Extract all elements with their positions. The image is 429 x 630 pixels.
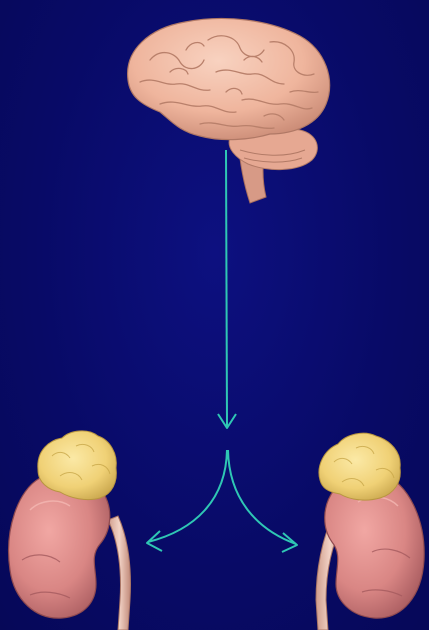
arrow-branch-to-right-kidney bbox=[228, 450, 297, 552]
arrow-brain-to-branch bbox=[218, 150, 236, 428]
arrow-branch-to-left-kidney bbox=[147, 450, 227, 551]
brain-icon bbox=[128, 18, 330, 203]
right-kidney-adrenal-icon bbox=[316, 433, 424, 630]
left-kidney-adrenal-icon bbox=[9, 431, 131, 630]
